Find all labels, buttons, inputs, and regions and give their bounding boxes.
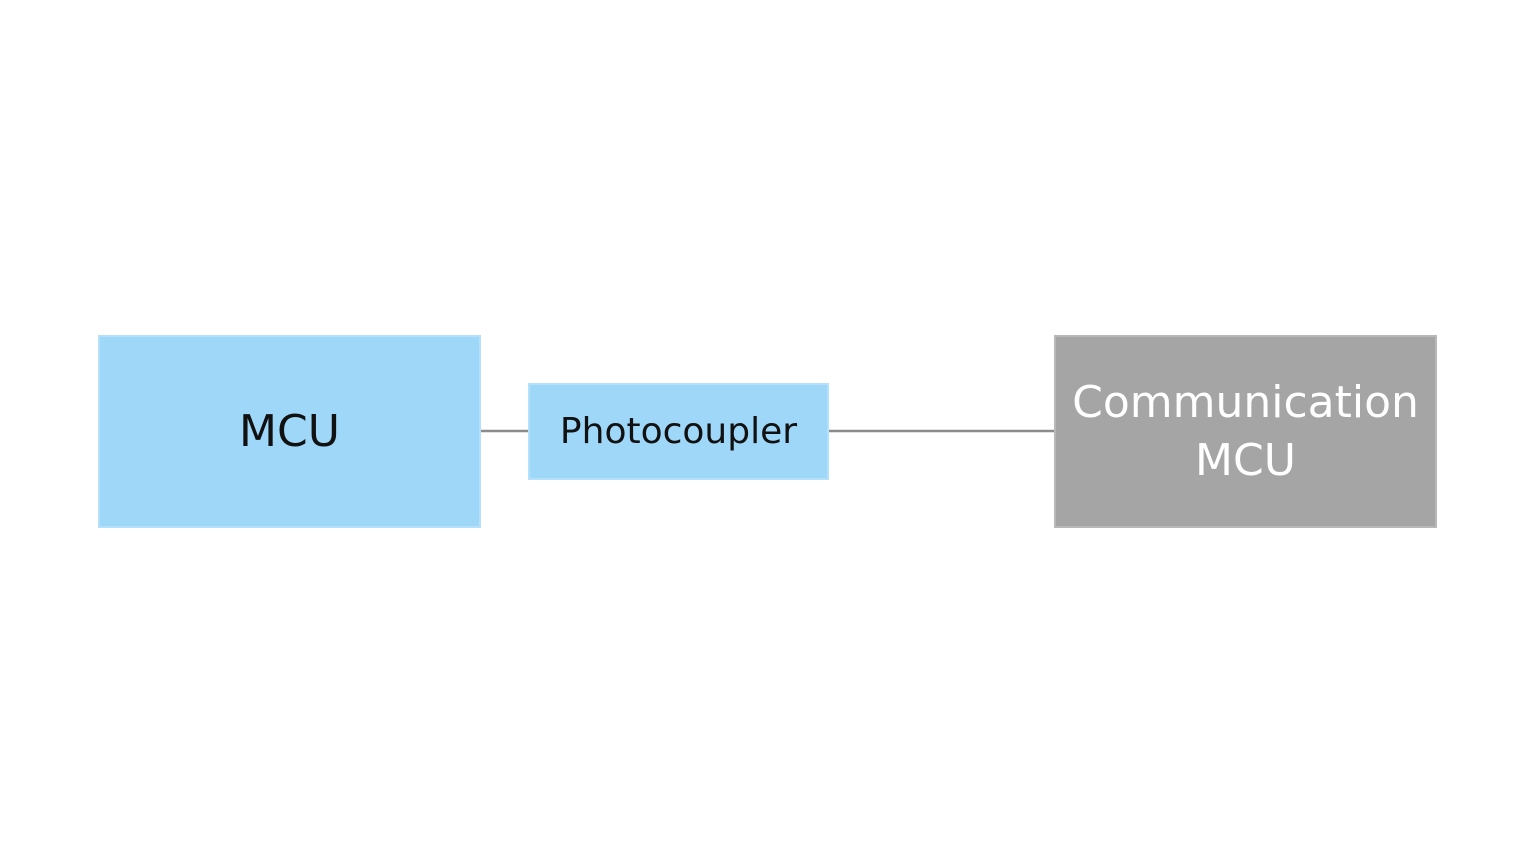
photocoupler-block: Photocoupler <box>528 383 829 480</box>
communication-mcu-label-line1: Communication <box>1072 376 1419 428</box>
communication-mcu-label-line2: MCU <box>1195 434 1296 486</box>
mcu-block: MCU <box>98 335 481 528</box>
photocoupler-label: Photocoupler <box>559 411 798 452</box>
communication-mcu-block: Communication MCU <box>1054 335 1437 528</box>
mcu-label: MCU <box>239 406 340 457</box>
